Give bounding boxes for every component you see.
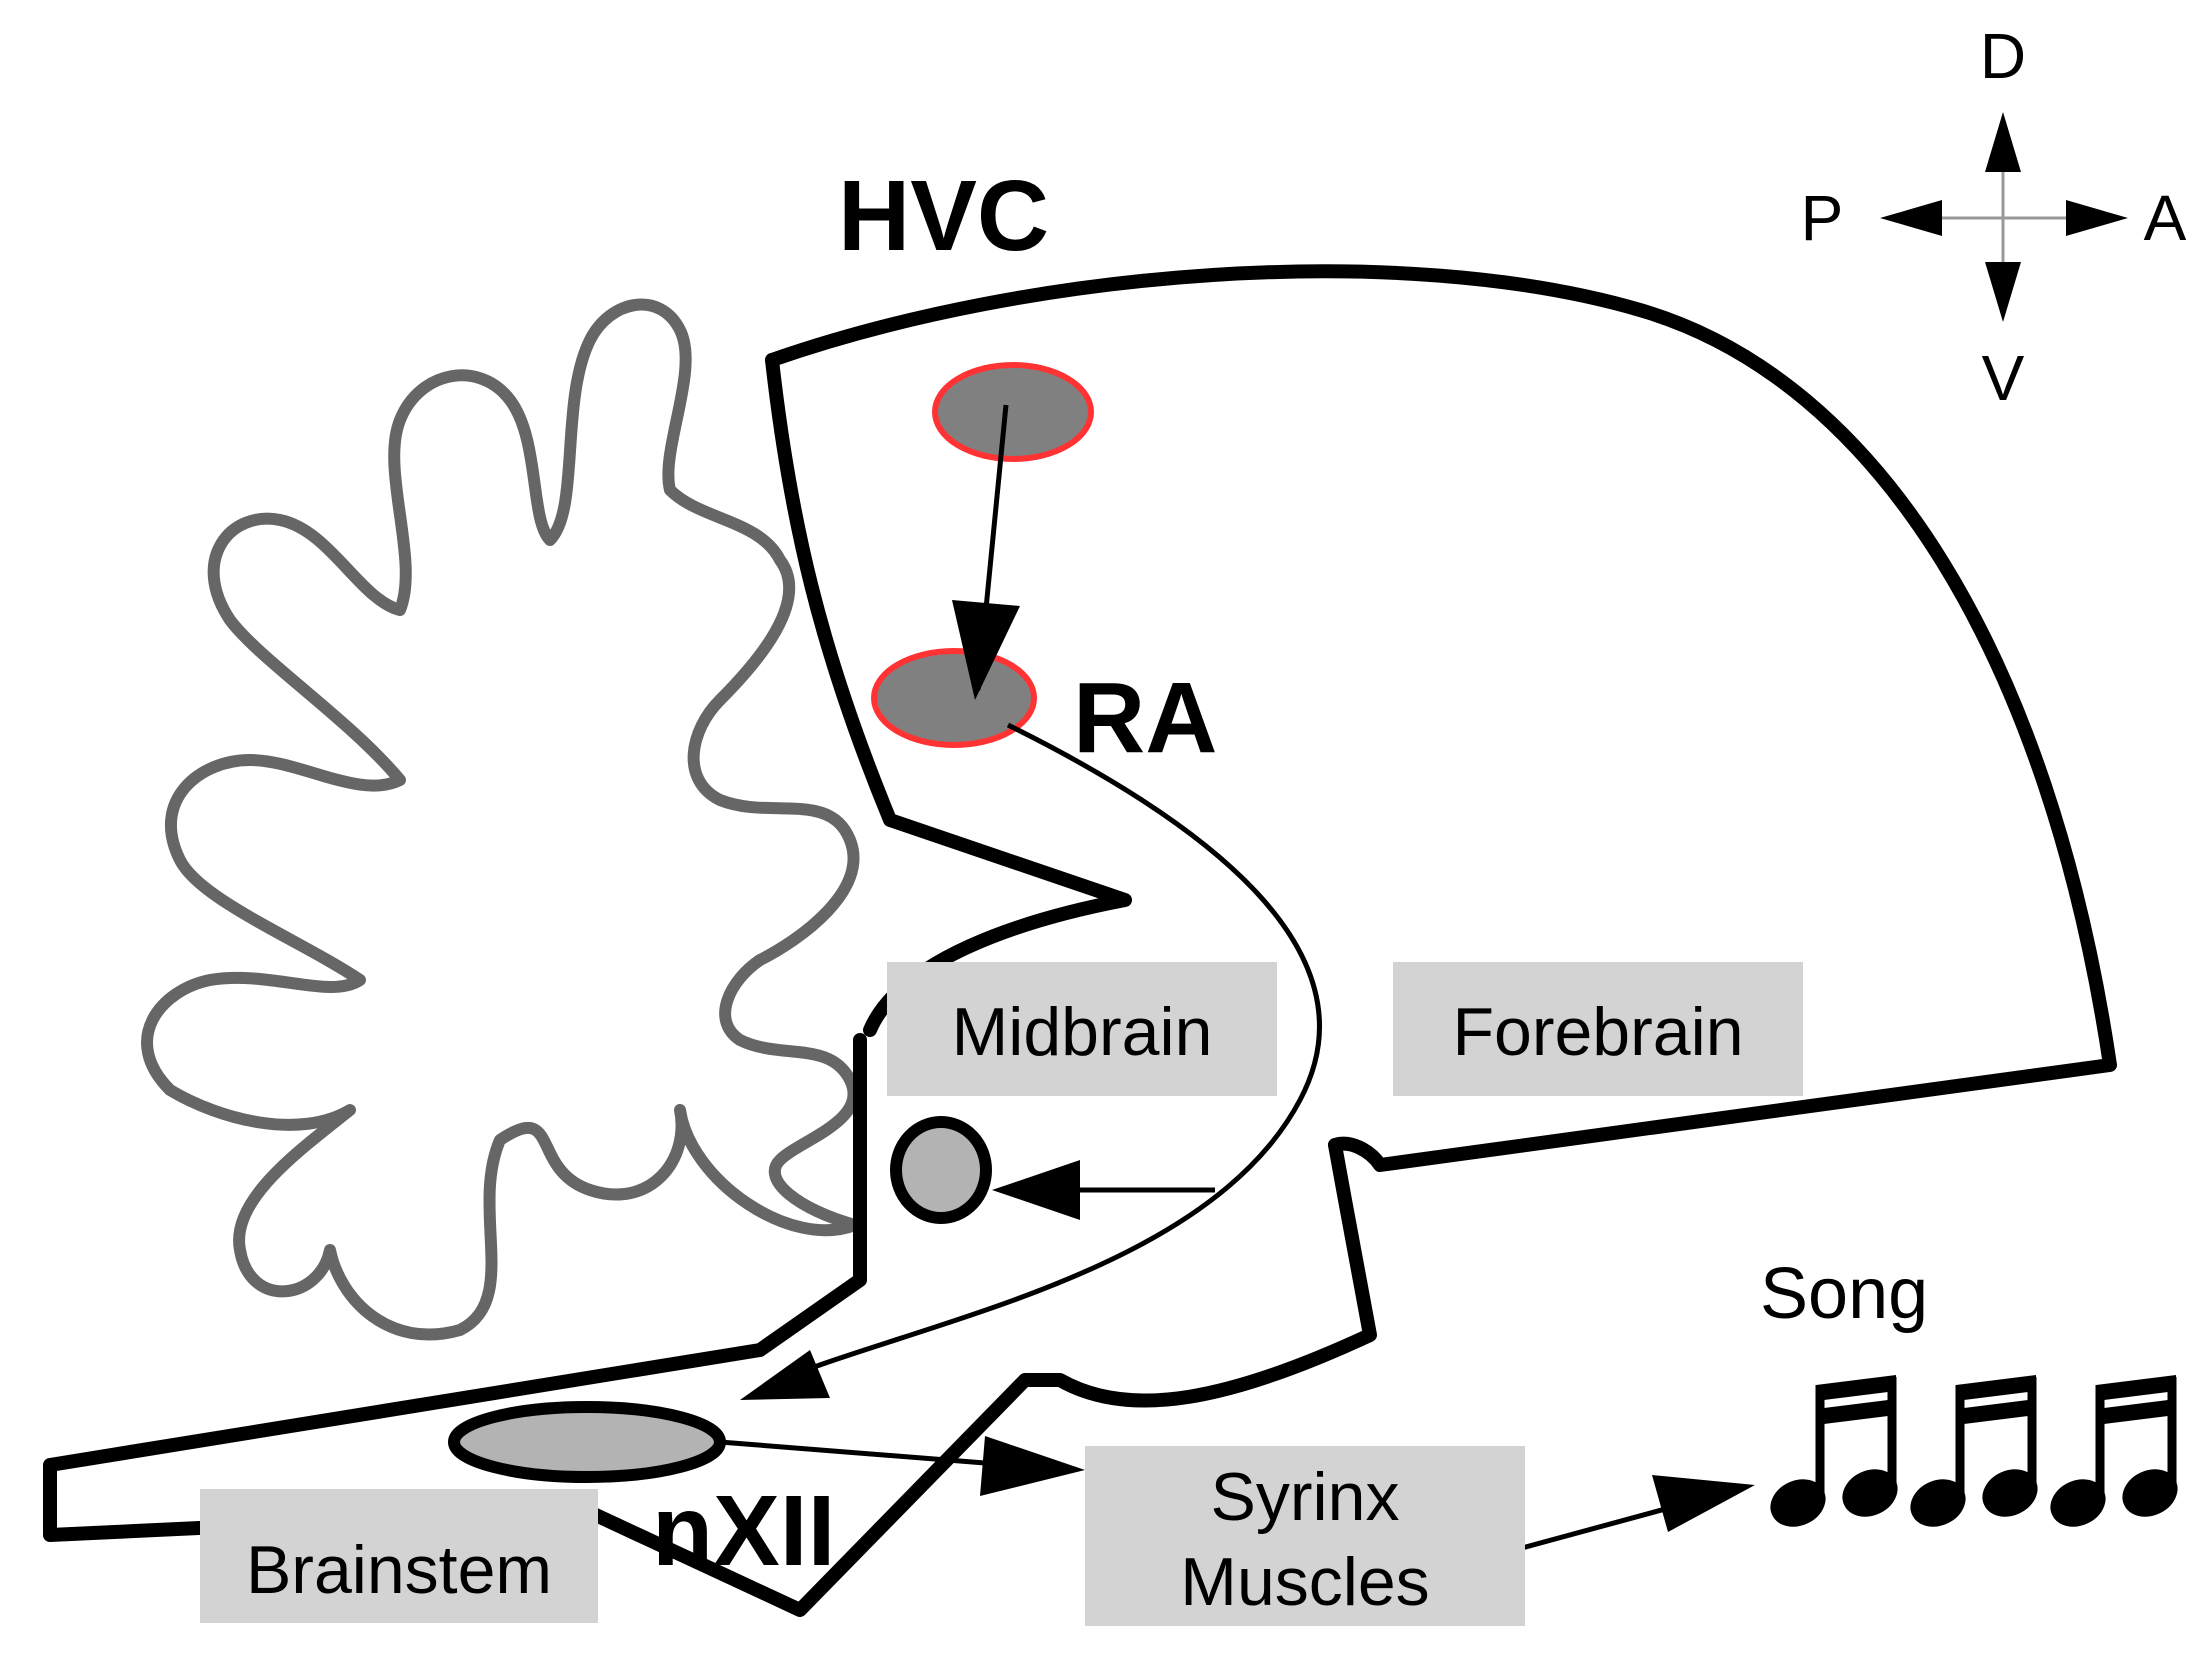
brainstem-label: Brainstem — [246, 1532, 552, 1608]
compass-posterior-arrow-icon — [1880, 200, 1942, 236]
compass-dorsal-arrow-icon — [1985, 112, 2021, 172]
forebrain-label: Forebrain — [1452, 994, 1743, 1070]
cerebellum-outline — [141, 298, 861, 1341]
nxii-nucleus — [448, 1401, 726, 1483]
ra-label: RA — [1073, 662, 1217, 774]
hvc-nucleus — [932, 362, 1094, 462]
song-label: Song — [1760, 1254, 1928, 1334]
compass-posterior-label: P — [1801, 182, 1844, 254]
ra-nucleus — [871, 648, 1037, 748]
forebrain-box — [1393, 962, 1803, 1096]
syrinx-to-song-arrowhead — [1652, 1475, 1755, 1532]
midbrain-nucleus — [890, 1116, 992, 1224]
compass-ventral-arrow-icon — [1985, 262, 2021, 322]
beamed-sixteenth-notes-icon — [1770, 1375, 2178, 1527]
ra-projection-curve — [784, 722, 1322, 1381]
ra-to-midbrain-arrowhead — [992, 1160, 1080, 1220]
compass-ventral-label: V — [1982, 342, 2025, 414]
nxii-to-syrinx-arrowhead — [980, 1436, 1085, 1496]
midbrain-label: Midbrain — [952, 994, 1213, 1070]
nxii-label: nXII — [652, 1475, 835, 1587]
orientation-compass: D V P A — [1801, 20, 2187, 414]
forebrain-outline — [765, 264, 2117, 1172]
midbrain-box — [887, 962, 1277, 1096]
brainstem-outline — [43, 1033, 1377, 1617]
hvc-to-ra-arrowhead — [952, 600, 1020, 700]
syrinx-label-line2: Muscles — [1180, 1544, 1429, 1620]
compass-anterior-arrow-icon — [2066, 200, 2128, 236]
compass-anterior-label: A — [2144, 182, 2187, 254]
syrinx-to-song-arrow — [1521, 1502, 1681, 1551]
syrinx-box — [1085, 1446, 1525, 1626]
hvc-label: HVC — [838, 160, 1049, 272]
syrinx-label-line1: Syrinx — [1211, 1459, 1400, 1535]
ra-to-nxii-arrowhead — [740, 1350, 830, 1400]
nxii-to-syrinx-arrow — [719, 1439, 1011, 1468]
brainstem-box — [200, 1489, 598, 1623]
compass-dorsal-label: D — [1980, 20, 2026, 92]
